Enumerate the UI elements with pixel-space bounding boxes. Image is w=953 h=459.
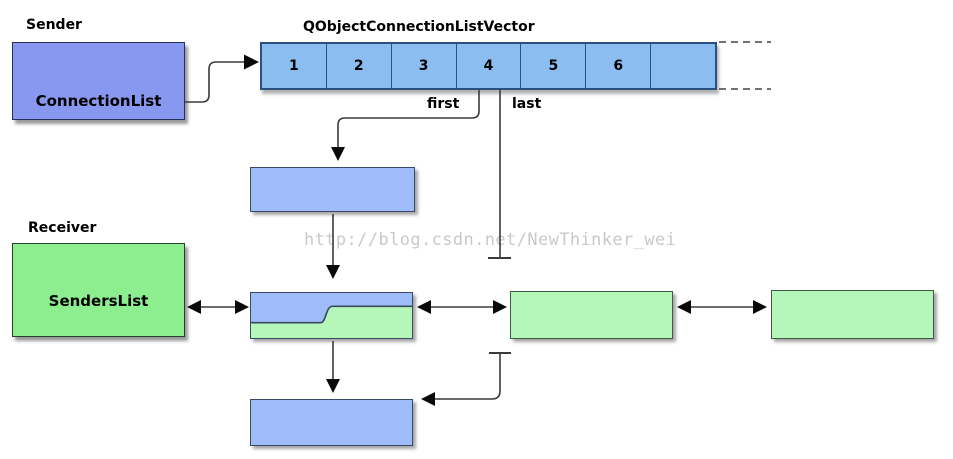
vector-cell: 1 — [262, 44, 327, 88]
receiver-label: Receiver — [28, 220, 97, 236]
vector-continuation-dashes — [719, 41, 771, 90]
sender-node-2 — [771, 290, 934, 339]
arrow-last-to-node-bottom — [421, 352, 511, 406]
double-arrow-senderslist-split — [187, 300, 249, 314]
vector-title: QObjectConnectionListVector — [303, 19, 535, 35]
connection-list-box-label: ConnectionList — [35, 92, 162, 110]
arrow-split-to-node-bottom — [326, 341, 340, 393]
connection-node-first — [250, 167, 415, 212]
connection-node-split — [250, 292, 413, 339]
sender-label: Sender — [26, 17, 82, 33]
connection-list-box: ConnectionList — [12, 42, 185, 120]
split-node-green-area — [251, 305, 412, 338]
arrow-connectionlist-to-vector — [185, 54, 259, 103]
vector-cell: 3 — [391, 44, 457, 88]
connection-node-bottom — [250, 399, 413, 446]
first-pointer-label: first — [427, 96, 460, 112]
senders-list-box-label: SendersList — [48, 292, 149, 310]
watermark-text: http://blog.csdn.net/NewThinker_wei — [304, 230, 677, 250]
connection-list-vector: 1 2 3 4 5 6 — [260, 42, 717, 90]
vector-cell: 5 — [521, 44, 587, 88]
double-arrow-split-green1 — [417, 300, 507, 314]
last-pointer-label: last — [512, 96, 542, 112]
vector-cell-empty — [651, 44, 716, 88]
vector-cell: 2 — [326, 44, 392, 88]
senders-list-box: SendersList — [12, 243, 185, 337]
sender-node-1 — [510, 291, 673, 339]
vector-cell: 4 — [456, 44, 522, 88]
double-arrow-green1-green2 — [677, 300, 767, 314]
vector-cell: 6 — [586, 44, 652, 88]
